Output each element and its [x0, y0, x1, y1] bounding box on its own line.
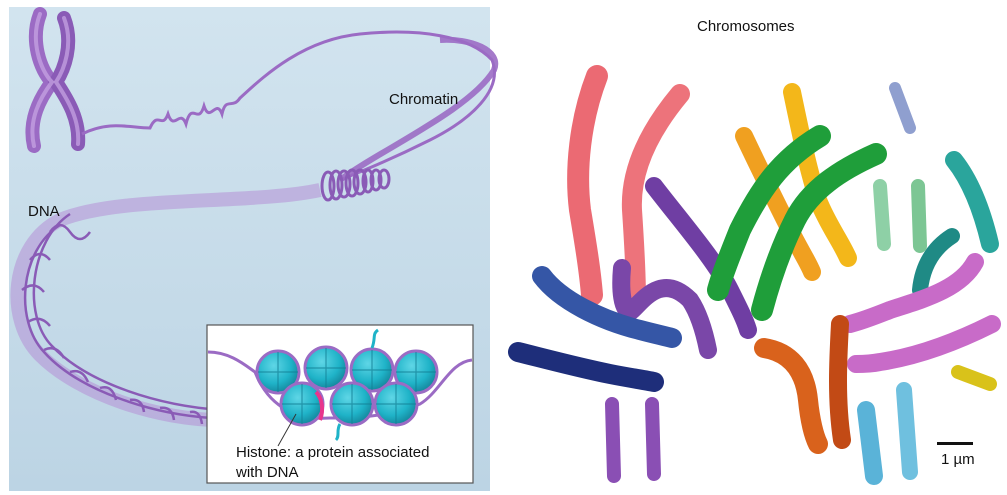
chromosome-violet-2 — [645, 397, 661, 481]
chromosome-teal-1 — [945, 151, 999, 253]
chromosome-lightgreen-1 — [873, 179, 891, 251]
chromatin-coil — [320, 168, 391, 202]
label-scale: 1 µm — [941, 451, 975, 468]
inset-dna-strand — [207, 350, 473, 420]
histone-leader-line — [277, 413, 297, 447]
dna-helix — [21, 212, 223, 425]
chromatin-fiber-strand — [81, 30, 496, 182]
chromosome-slateblue-1 — [889, 82, 916, 134]
chromosome-red-1 — [567, 65, 608, 306]
chromosome-purple-2 — [612, 259, 717, 359]
chromosome-magenta-1 — [841, 253, 984, 333]
label-chromatin: Chromatin — [389, 91, 459, 108]
chromosome-green-2 — [751, 143, 887, 321]
chromatin-loop — [338, 36, 499, 183]
chromosome-blue-1 — [532, 266, 682, 348]
chromosome-navy-1 — [508, 342, 664, 392]
chromosome-orange-2 — [754, 338, 828, 454]
chromosome-teal-2 — [912, 228, 960, 298]
histone-cluster — [255, 328, 439, 442]
chromosome-green-1 — [707, 125, 831, 301]
chromosome-violet-1 — [605, 397, 621, 483]
label-histone-line1: Histone: a protein associated — [236, 444, 430, 461]
chromosome-yellow-2 — [951, 365, 997, 391]
chromosome-magenta-2 — [847, 315, 1001, 373]
label-histone-line2: with DNA — [236, 464, 299, 481]
chromosome-rust-1 — [829, 315, 851, 449]
dna-fiber-band — [10, 183, 322, 427]
chromosome-karyotype — [508, 65, 1001, 485]
scale-bar — [937, 442, 973, 445]
condensed-chromosome-illustration — [25, 7, 86, 153]
chromosome-lightgreen-2 — [911, 179, 927, 253]
chromosome-red-2 — [621, 84, 690, 310]
label-chromosomes: Chromosomes — [697, 18, 795, 35]
label-dna: DNA — [28, 203, 60, 220]
chromosome-lightblue-1 — [857, 401, 883, 485]
chromosome-lightblue-2 — [896, 382, 918, 480]
